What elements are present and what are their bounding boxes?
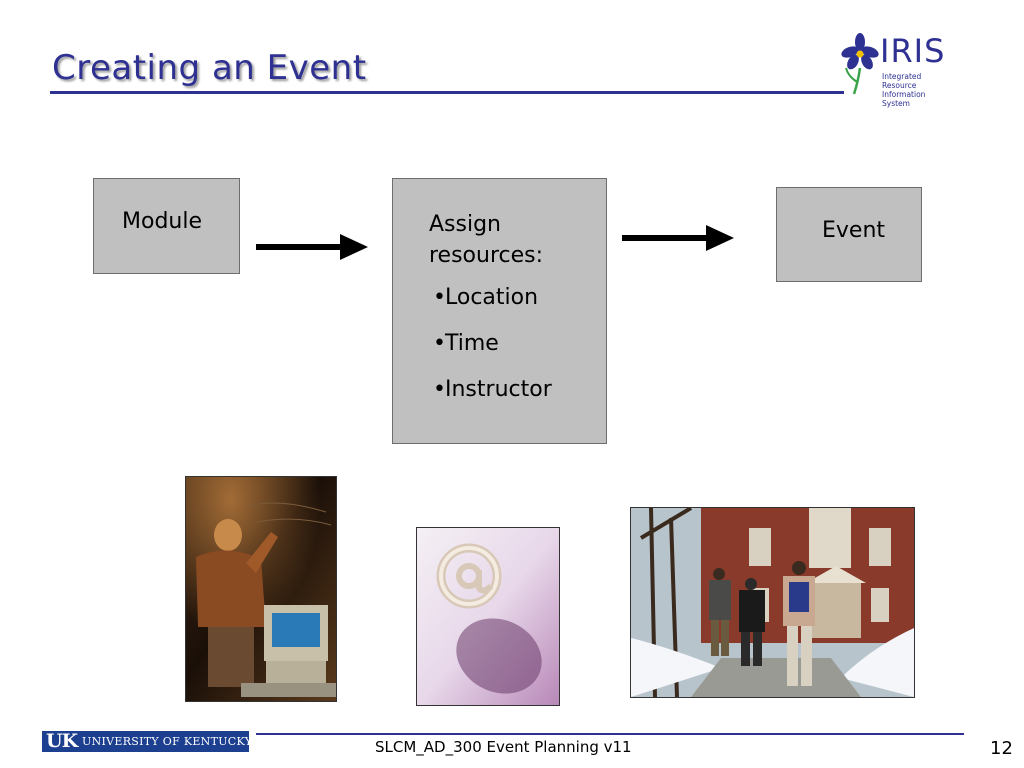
- event-box: Event: [776, 187, 922, 282]
- resource-time: Time: [445, 331, 499, 356]
- resource-instructor: Instructor: [445, 377, 552, 402]
- logo-wordmark: IRIS: [880, 32, 946, 70]
- footer-text: SLCM_AD_300 Event Planning v11: [375, 738, 632, 756]
- logo-subtitle: Integrated Resource Information System: [882, 72, 952, 108]
- logo-subtitle-line2: Information System: [882, 90, 926, 108]
- resource-location: Location: [445, 285, 539, 310]
- uk-logo: UK UNIVERSITY OF KENTUCKY: [42, 730, 253, 752]
- resources-list: •Location •Time •Instructor: [433, 285, 552, 423]
- slide-title: Creating an Event: [52, 48, 367, 88]
- event-label: Event: [822, 218, 886, 243]
- photo-person-at-computer: [185, 476, 337, 702]
- list-item: •Time: [433, 331, 499, 356]
- module-label: Module: [122, 209, 202, 234]
- arrow-right-icon: [622, 225, 734, 251]
- list-item: •Instructor: [433, 377, 552, 402]
- list-item: •Location: [433, 285, 539, 310]
- footer-rule: [256, 733, 964, 735]
- photo-students-walking: [630, 507, 915, 698]
- title-underline: [50, 91, 844, 94]
- arrow-right-icon: [256, 234, 368, 260]
- uk-logo-text: UNIVERSITY OF KENTUCKY: [82, 735, 253, 748]
- photo-at-symbol: [416, 527, 560, 706]
- resources-box: Assign resources: •Location •Time •Instr…: [392, 178, 607, 444]
- iris-flower-icon: [841, 33, 879, 95]
- uk-logo-mark: UK: [46, 730, 78, 752]
- iris-logo: IRIS Integrated Resource Information Sys…: [840, 32, 950, 108]
- page-number: 12: [990, 738, 1013, 759]
- module-box: Module: [93, 178, 240, 274]
- resources-heading: Assign resources:: [429, 212, 544, 268]
- logo-subtitle-line1: Integrated Resource: [882, 72, 922, 90]
